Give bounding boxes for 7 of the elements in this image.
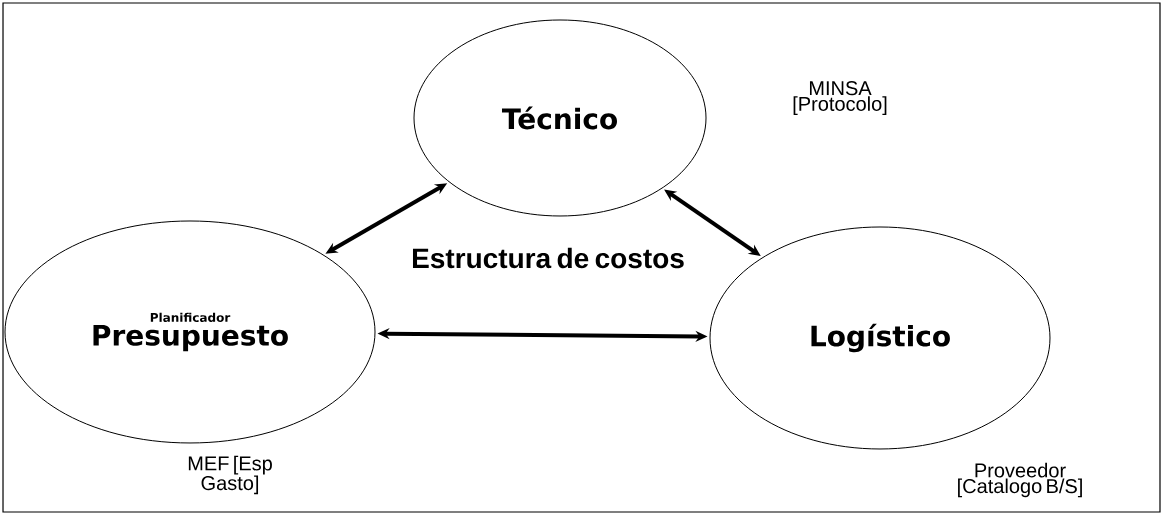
ellipse-node: Logístico: [709, 226, 1051, 450]
node-caption: Proveedor [Catalogo B/S]: [958, 462, 1082, 498]
note-label: MINSA [Protocolo]: [793, 81, 887, 115]
node-caption: MEF [Esp Gasto]: [188, 455, 272, 495]
ellipse-node: Técnico: [413, 19, 707, 217]
center-label: Estructura de costos: [413, 247, 684, 269]
ellipse-node: Planificador Presupuesto: [4, 220, 376, 444]
